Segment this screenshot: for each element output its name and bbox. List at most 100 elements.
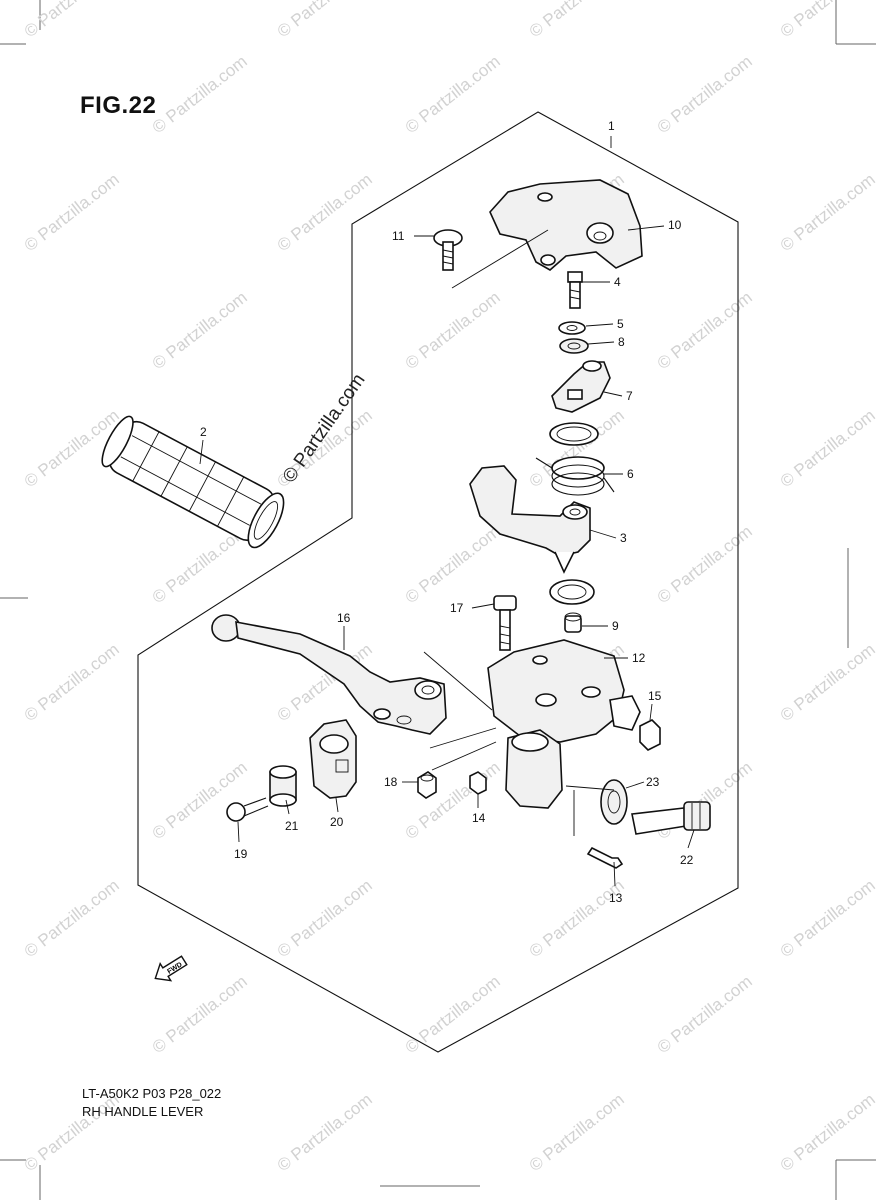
watermark-text-3: © Partzilla.com xyxy=(777,0,876,41)
watermark-text-36: © Partzilla.com xyxy=(526,1090,628,1176)
part-11-screw xyxy=(433,229,463,271)
part-20-switch-block xyxy=(309,719,357,799)
callout-label-14: 14 xyxy=(472,811,486,825)
part-23-adjuster-wheel xyxy=(565,779,628,825)
watermark-text-12: © Partzilla.com xyxy=(149,288,251,374)
leader-line-19 xyxy=(237,821,240,843)
watermark-text-2: © Partzilla.com xyxy=(526,0,628,41)
callout-label-13: 13 xyxy=(609,891,623,905)
part-3-lower-bushing xyxy=(549,579,595,605)
part-5-washer xyxy=(558,321,586,335)
part-22-adjuster-bolt xyxy=(631,801,711,835)
part-6-return-spring xyxy=(535,422,615,496)
leader-line-5 xyxy=(585,323,614,327)
part-14-spacer xyxy=(469,771,487,795)
watermark-text-33: © Partzilla.com xyxy=(149,972,251,1058)
part-21-collar xyxy=(269,765,297,807)
callout-label-15: 15 xyxy=(648,689,662,703)
part-16-brake-lever xyxy=(211,614,493,735)
watermark-text-18: © Partzilla.com xyxy=(21,640,123,726)
watermark-text-7: © Partzilla.com xyxy=(402,52,504,138)
part-18-nut xyxy=(417,771,437,799)
watermark-text-25: © Partzilla.com xyxy=(21,876,123,962)
callout-label-18: 18 xyxy=(384,775,398,789)
callout-label-1: 1 xyxy=(608,119,615,133)
model-code: LT-A50K2 P03 P28_022 xyxy=(82,1086,222,1101)
watermark-text-5: © Partzilla.com xyxy=(149,52,251,138)
leader-line-8 xyxy=(587,341,615,345)
watermark-text-24: © Partzilla.com xyxy=(777,640,876,726)
part-19-screw xyxy=(226,797,269,822)
watermark-text-9: © Partzilla.com xyxy=(654,52,756,138)
watermark-text-4: © Partzilla.com xyxy=(21,170,123,256)
part-3-throttle-lever xyxy=(469,465,591,574)
leader-line-15 xyxy=(649,703,653,721)
fwd-arrow-icon: FWD xyxy=(154,955,188,982)
watermark-text-10: © Partzilla.com xyxy=(777,170,876,256)
callout-label-21: 21 xyxy=(285,819,299,833)
part-15-nut xyxy=(639,719,661,751)
callout-label-6: 6 xyxy=(627,467,634,481)
leader-line-3 xyxy=(589,529,617,539)
leader-line-23 xyxy=(625,781,645,789)
callout-label-4: 4 xyxy=(614,275,621,289)
callout-label-17: 17 xyxy=(450,601,464,615)
callout-label-22: 22 xyxy=(680,853,694,867)
watermark-text-38: © Partzilla.com xyxy=(777,1090,876,1176)
watermark-layer: © Partzilla.com© Partzilla.com© Partzill… xyxy=(21,0,876,1175)
leader-line-17 xyxy=(471,603,495,609)
part-9-collar xyxy=(564,612,582,633)
part-4-bolt xyxy=(567,271,583,309)
callout-label-16: 16 xyxy=(337,611,351,625)
watermark-text-28: © Partzilla.com xyxy=(402,758,504,844)
callout-label-19: 19 xyxy=(234,847,248,861)
callout-label-9: 9 xyxy=(612,619,619,633)
watermark-text-0: © Partzilla.com xyxy=(21,0,123,41)
leader-line-22 xyxy=(687,829,695,849)
watermark-text-17: © Partzilla.com xyxy=(777,406,876,492)
leader-line-20 xyxy=(335,797,339,813)
watermark-text-34: © Partzilla.com xyxy=(274,1090,376,1176)
watermark-text-6: © Partzilla.com xyxy=(274,170,376,256)
watermark-text-37: © Partzilla.com xyxy=(654,972,756,1058)
watermark-text-26: © Partzilla.com xyxy=(149,758,251,844)
callout-label-3: 3 xyxy=(620,531,627,545)
leader-line-13 xyxy=(613,861,616,887)
watermark-text-16: © Partzilla.com xyxy=(654,288,756,374)
part-17-bolt xyxy=(493,595,517,651)
figure-title: FIG.22 xyxy=(80,92,157,119)
part-10-bracket-cover xyxy=(451,179,643,289)
callout-label-10: 10 xyxy=(668,218,682,232)
part-13-screw xyxy=(573,790,624,869)
part-12-lever-holder xyxy=(429,639,641,809)
watermark-text-32: © Partzilla.com xyxy=(21,1090,123,1176)
leader-lines xyxy=(199,136,695,887)
watermark-text-21: © Partzilla.com xyxy=(402,522,504,608)
diagram-name: RH HANDLE LEVER xyxy=(82,1104,204,1119)
leader-line-21 xyxy=(285,799,290,815)
leader-line-7 xyxy=(603,391,623,397)
callout-label-7: 7 xyxy=(626,389,633,403)
part-7-plate xyxy=(551,360,611,413)
watermark-text-23: © Partzilla.com xyxy=(654,522,756,608)
callout-label-2: 2 xyxy=(200,425,207,439)
leader-line-10 xyxy=(627,225,665,231)
callout-label-12: 12 xyxy=(632,651,646,665)
assembly-outline xyxy=(137,111,739,1053)
callout-label-5: 5 xyxy=(617,317,624,331)
callout-label-20: 20 xyxy=(330,815,344,829)
callout-label-11: 11 xyxy=(392,229,405,243)
part-1-handle-grip xyxy=(101,415,285,549)
watermark-text-27: © Partzilla.com xyxy=(274,876,376,962)
leader-line-2 xyxy=(199,439,204,465)
callout-label-23: 23 xyxy=(646,775,660,789)
watermark-text-1: © Partzilla.com xyxy=(274,0,376,41)
watermark-text-14: © Partzilla.com xyxy=(402,288,504,374)
callout-label-8: 8 xyxy=(618,335,625,349)
part-8-washer xyxy=(559,338,589,354)
watermark-text-31: © Partzilla.com xyxy=(777,876,876,962)
